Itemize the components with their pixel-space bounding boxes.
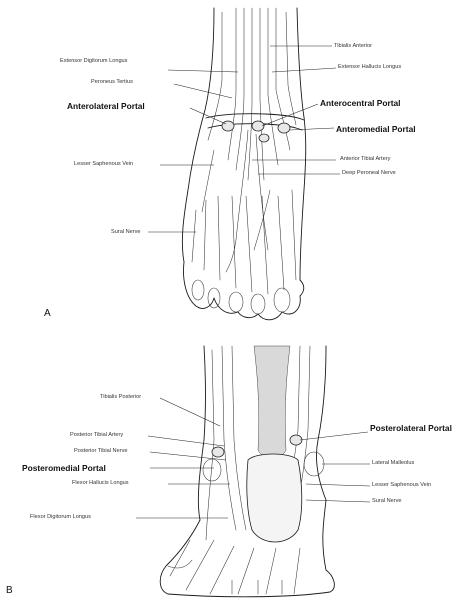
lead-anterolateral <box>189 107 227 125</box>
label-anterocentral-portal: Anterocentral Portal <box>320 98 401 108</box>
anterocentral-portal-mark <box>251 120 265 132</box>
tendon-a7 <box>207 11 223 141</box>
tendon-b5 <box>299 345 311 491</box>
calcaneus <box>246 453 303 543</box>
label-posterolateral-portal: Posterolateral Portal <box>370 423 452 433</box>
metatarsals-a <box>191 189 297 295</box>
anteromedial-portal-mark <box>277 122 291 134</box>
tendon-b2 <box>231 345 247 531</box>
metatarsals-b <box>169 539 301 595</box>
tendon-a6 <box>275 7 291 151</box>
ankle-line-a <box>205 113 305 121</box>
artery-a <box>225 129 249 273</box>
lead-tib-post <box>159 397 221 427</box>
toe-a2 <box>207 287 221 309</box>
leg-outline-b2 <box>315 345 327 501</box>
panel-b-drawing <box>136 345 371 598</box>
label-deep-peroneal-nerve: Deep Peroneal Nerve <box>342 170 396 176</box>
tendon-a4 <box>259 7 265 181</box>
toes-b <box>167 559 283 595</box>
tendon-a5 <box>267 7 279 166</box>
nerve-a <box>255 133 269 251</box>
label-posterior-tibial-artery: Posterior Tibial Artery <box>70 432 124 438</box>
lead-anteromedial <box>289 127 335 131</box>
tendon-a2 <box>235 7 245 171</box>
lead-sural-b <box>305 499 371 503</box>
lead-anterocentral <box>261 103 319 127</box>
label-lesser-saphenous-vein-b: Lesser Saphenous Vein <box>372 482 432 488</box>
toes-outline-a <box>183 261 305 321</box>
lead-peroneus <box>173 83 233 99</box>
toe-a4 <box>250 293 266 315</box>
label-posteromedial-portal: Posteromedial Portal <box>22 463 106 473</box>
anterolateral-portal-mark <box>221 120 235 132</box>
lead-lesser-saph-b <box>305 483 371 487</box>
tendon-b3 <box>205 349 215 541</box>
portal-mark-a4 <box>258 133 270 143</box>
tendon-b1 <box>221 345 237 531</box>
label-lateral-malleolus: Lateral Malleolus <box>372 460 415 466</box>
label-sural-nerve-a: Sural Nerve <box>111 229 141 235</box>
tendon-a8 <box>285 11 297 126</box>
panel-letter-b: B <box>6 585 13 596</box>
lead-ext-dig <box>167 69 239 73</box>
tendon-a1 <box>227 7 237 161</box>
label-sural-nerve-b: Sural Nerve <box>372 498 402 504</box>
label-extensor-digitorum-longus: Extensor Digitorum Longus <box>60 58 128 64</box>
panel-a-drawing <box>148 7 340 321</box>
label-anteromedial-portal: Anteromedial Portal <box>336 124 416 134</box>
label-flexor-hallucis-longus: Flexor Hallucis Longus <box>72 480 129 486</box>
label-posterior-tibial-nerve: Posterior Tibial Nerve <box>74 448 128 454</box>
vein-a <box>201 149 215 213</box>
foot-outline-b <box>159 499 335 598</box>
label-lesser-saphenous-vein-a: Lesser Saphenous Vein <box>74 161 134 167</box>
branch-a1 <box>253 189 271 251</box>
lead-post-tib-art <box>147 435 225 447</box>
leg-outline-lateral-a <box>181 7 215 263</box>
lead-posterolateral <box>299 431 369 441</box>
achilles-tendon <box>253 345 291 458</box>
lateral-malleolus-mark <box>303 451 325 477</box>
posteromedial-portal-mark <box>211 446 225 458</box>
toe-a3 <box>228 291 244 313</box>
label-tibialis-posterior: Tibialis Posterior <box>100 394 142 400</box>
leg-outline-medial-a <box>296 7 307 281</box>
label-flexor-digitorum-longus: Flexor Digitorum Longus <box>30 514 91 520</box>
leg-outline-b1 <box>197 345 206 521</box>
label-tibialis-anterior: Tibialis Anterior <box>334 43 373 49</box>
lead-post-tib-nerve <box>149 451 227 461</box>
tendon-a3 <box>247 7 253 181</box>
label-extensor-hallucis-longus: Extensor Hallucis Longus <box>338 64 402 70</box>
label-peroneus-tertius: Peroneus Tertius <box>91 79 133 85</box>
lead-ext-hal <box>271 67 337 73</box>
label-anterior-tibial-artery: Anterior Tibial Artery <box>340 156 391 162</box>
panel-letter-a: A <box>44 308 51 319</box>
toe-a5 <box>273 287 291 313</box>
label-anterolateral-portal: Anterolateral Portal <box>67 101 145 111</box>
medial-malleolus-mark <box>202 458 222 482</box>
toe-a1 <box>191 279 205 301</box>
